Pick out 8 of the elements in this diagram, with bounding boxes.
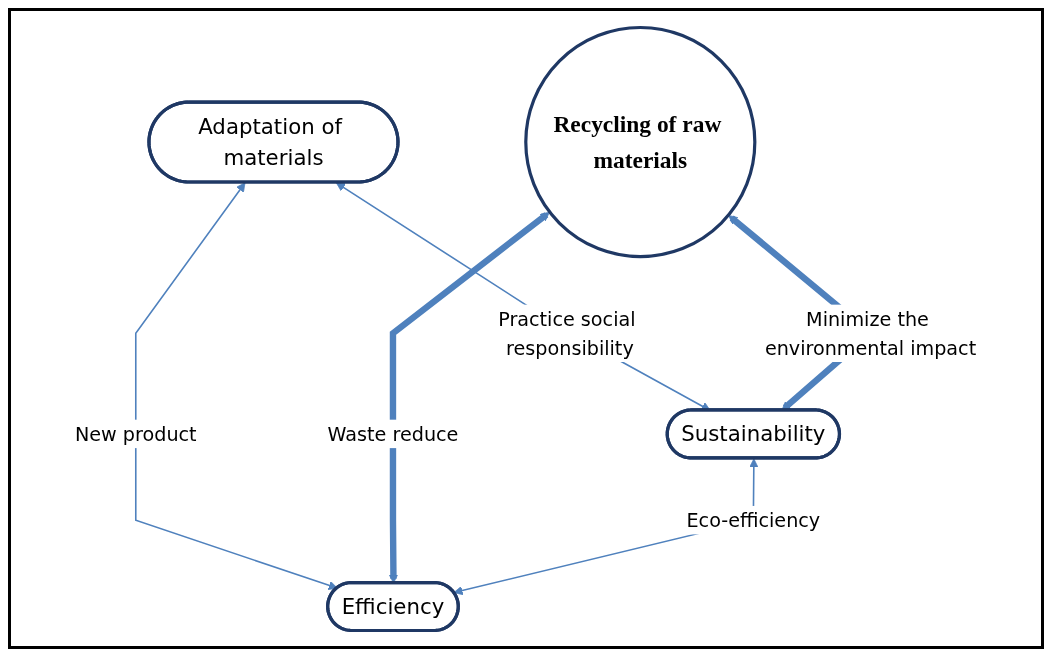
arrow (135, 181, 338, 590)
node-circle: Recycling of raw materials (524, 25, 757, 258)
edge-label: Waste reduce (327, 422, 459, 445)
edge-label: Practice social responsibility (498, 307, 636, 359)
arrow (388, 211, 550, 583)
edge-label: Minimize the environmental impact (764, 307, 977, 359)
edge-label: Eco-efficiency (686, 508, 821, 531)
edge-label: New product (74, 422, 197, 445)
